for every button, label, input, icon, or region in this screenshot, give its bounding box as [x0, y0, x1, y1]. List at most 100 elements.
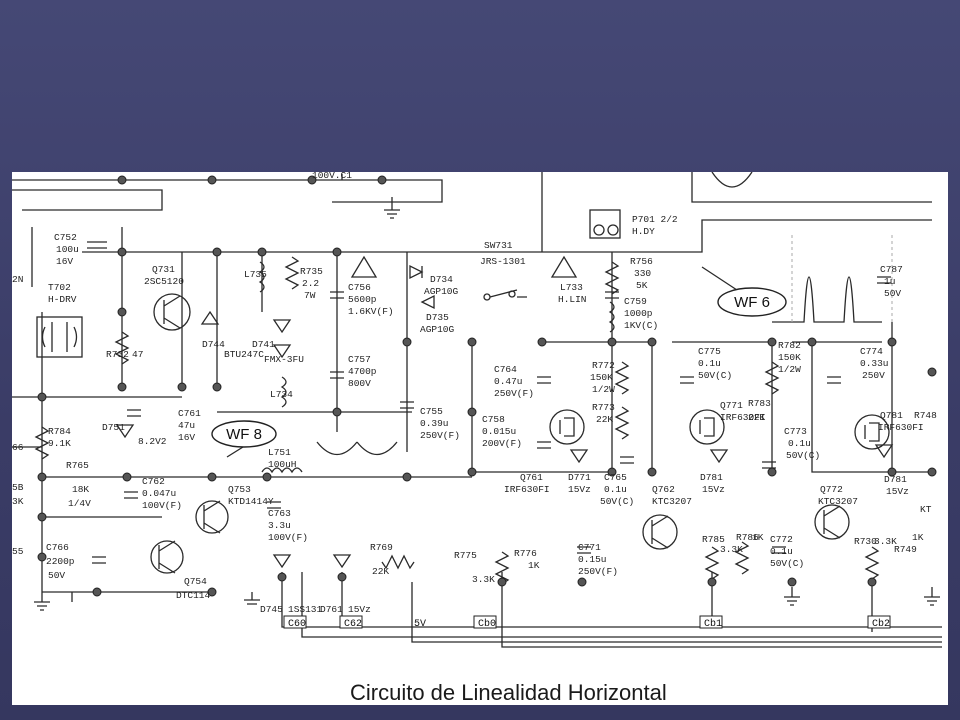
c766-rating: 50V: [48, 570, 65, 581]
r784-ref: R784: [48, 426, 71, 437]
fragment-kt: KT: [920, 504, 932, 515]
c756-ref: C756: [348, 282, 371, 293]
c764-value: 0.47u: [494, 376, 523, 387]
q754-ref: Q754: [184, 576, 207, 587]
d751-ref: D751: [102, 422, 125, 433]
schematic-diagram: WF 8 WF 6 100V.C1 C752 100u 16V 2N T702 …: [12, 172, 942, 648]
d771-ref: D781: [700, 472, 723, 483]
q731-part: 2SC5120: [144, 276, 184, 287]
d735-ref: D735: [426, 312, 449, 323]
c774-rating: 250V: [862, 370, 885, 381]
svg-text:WF 8: WF 8: [226, 426, 262, 443]
c761-value: 47u: [178, 420, 195, 431]
p701-name: H.DY: [632, 226, 655, 237]
schematic-panel: WF 8 WF 6 100V.C1 C752 100u 16V 2N T702 …: [12, 172, 948, 705]
r765-rating: 1/4V: [68, 498, 91, 509]
junction-dots: [37, 175, 937, 597]
d761-ref: D771: [568, 472, 591, 483]
r786-value: 1K: [752, 532, 764, 543]
c752-rating: 16V: [56, 256, 73, 267]
d781-ref: D781: [884, 474, 907, 485]
c766-value: 2200p: [46, 556, 75, 567]
c756-rating: 1.6KV(F): [348, 306, 394, 317]
r749-ref: R749: [894, 544, 917, 555]
c775-ref: C771: [578, 542, 601, 553]
d734-ref: D734: [430, 274, 453, 285]
fragment-55: 55: [12, 546, 24, 557]
r765-value: 18K: [72, 484, 89, 495]
d761-part: 15Vz: [568, 484, 591, 495]
q781-part: IRF630FI: [878, 422, 924, 433]
r749-value: 1K: [912, 532, 924, 543]
d745-part: 15Vz: [348, 604, 371, 615]
r782-value: 150K: [778, 352, 801, 363]
q771-ref: Q771: [720, 400, 743, 411]
c759-value: 1000p: [624, 308, 653, 319]
c772-ref: C773: [784, 426, 807, 437]
l751-value: 100uH: [268, 459, 297, 470]
q731-ref: Q731: [152, 264, 175, 275]
c764-rating: 250V(F): [494, 388, 534, 399]
bus-cb0: Cb0: [478, 618, 496, 630]
c762-value: 0.047u: [142, 488, 176, 499]
r776-ref: R776: [514, 548, 537, 559]
c755-ref: C755: [420, 406, 443, 417]
r735-rating: 7W: [304, 290, 316, 301]
c757-value: 4700p: [348, 366, 377, 377]
q762-part: KTC3207: [652, 496, 692, 507]
r735-ref: R735: [300, 266, 323, 277]
c774-ref: C774: [860, 346, 883, 357]
r769-ref: R769: [370, 542, 393, 553]
c764-ref: C764: [494, 364, 517, 375]
c787-value: 1u: [884, 276, 895, 287]
q761-part: IRF630FI: [504, 484, 550, 495]
r776-value: 1K: [528, 560, 540, 571]
c752-value: 100u: [56, 244, 79, 255]
r730-ref: R730: [854, 536, 877, 547]
c752-ref: C752: [54, 232, 77, 243]
r772-value: 150K: [590, 372, 613, 383]
q781-ref: Q781: [880, 410, 903, 421]
c758-rating: 200V(F): [482, 438, 522, 449]
c787-rating: 50V: [884, 288, 901, 299]
slide-title-area: [0, 0, 960, 172]
d735-part: AGP10G: [420, 324, 455, 335]
c774-value: 0.33u: [860, 358, 889, 369]
c763-value: 3.3u: [268, 520, 291, 531]
c765-rating: 50V(C): [600, 496, 634, 507]
waveform-badge-wf8: WF 8: [211, 420, 277, 448]
fragment-5b: 5B: [12, 482, 24, 493]
c757-rating: 800V: [348, 378, 371, 389]
d744-ref: D744: [202, 339, 225, 350]
q753-part: KTD1414Y: [228, 496, 274, 507]
q753-ref: Q753: [228, 484, 251, 495]
r730-value: 3.3K: [874, 536, 897, 547]
c775-rating: 250V(F): [578, 566, 618, 577]
r782-rating: 1/2W: [778, 364, 801, 375]
l733-value: H.LIN: [558, 294, 587, 305]
r732-value: 47: [132, 349, 143, 360]
r784-value: 9.1K: [48, 438, 71, 449]
c756-value: 5600p: [348, 294, 377, 305]
sw731-part: JRS-1301: [480, 256, 526, 267]
d748-ref: D745: [260, 604, 283, 615]
c761-rating: 16V: [178, 432, 195, 443]
r773-value: 22K: [596, 414, 613, 425]
fragment-66: 66: [12, 442, 24, 453]
d748-part: 1SS131: [288, 604, 323, 615]
r785-value: 3.3K: [720, 544, 743, 555]
component-labels: 100V.C1 C752 100u 16V 2N T702 H-DRV Q731…: [12, 172, 937, 615]
r735-value: 2.2: [302, 278, 319, 289]
q772-part: KTC3207: [818, 496, 858, 507]
bus-5v: 5V: [414, 619, 426, 630]
svg-text:WF 6: WF 6: [734, 294, 770, 311]
bus-labels: C60 C62 5V Cb0 Cb1 Cb2: [283, 615, 891, 630]
c762-rating: 100V(F): [142, 500, 182, 511]
r785-ref: R785: [702, 534, 725, 545]
c762-ref: C762: [142, 476, 165, 487]
q761-ref: Q761: [520, 472, 543, 483]
l751-ref: L751: [268, 447, 291, 458]
bus-c62: C62: [344, 619, 362, 630]
d745-ref: D761: [320, 604, 343, 615]
